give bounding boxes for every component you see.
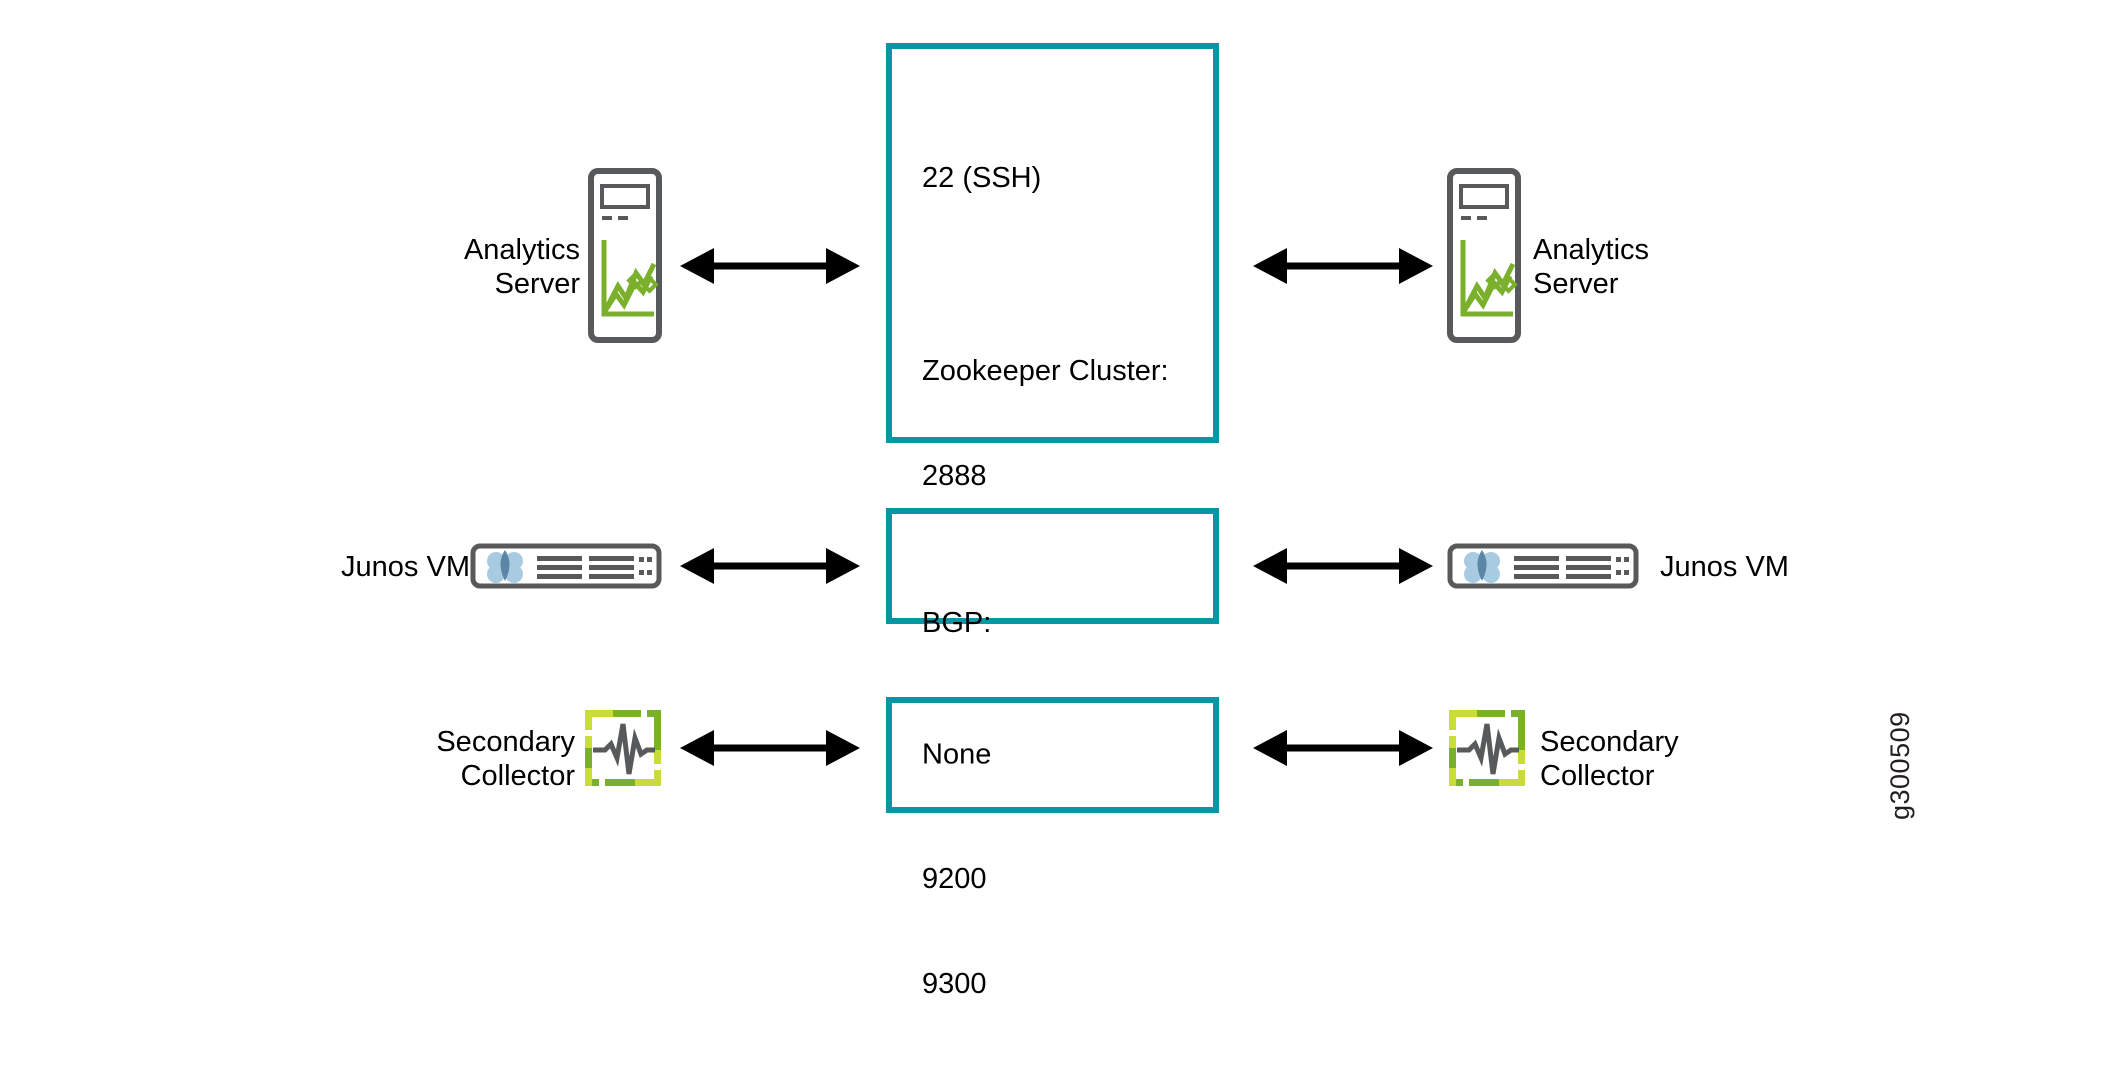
analytics-right-arrow <box>1253 244 1433 288</box>
ssh-port-line: 22 (SSH) <box>922 162 1042 194</box>
analytics-server-left-label: Analytics Server <box>463 234 580 300</box>
double-arrow-icon <box>1253 248 1433 284</box>
junos-vm-icon <box>470 543 662 589</box>
zookeeper-title-line: Zookeeper Cluster: <box>922 355 1169 387</box>
elasticsearch-port-9300: 9300 <box>922 968 987 1000</box>
double-arrow-icon <box>680 548 860 584</box>
figure-id-watermark: g300509 <box>1885 711 1915 820</box>
analytics-server-right-label: Analytics Server <box>1533 234 1650 300</box>
analytics-server-icon <box>588 168 662 343</box>
junos-vm-icon <box>1447 543 1639 589</box>
analytics-server-right-icon <box>1447 168 1521 343</box>
junos-vm-left-arrow <box>680 544 860 588</box>
analytics-ports-box: 22 (SSH) Zookeeper Cluster: 2888 3888 El… <box>886 43 1219 1000</box>
elasticsearch-port-9200: 9200 <box>922 863 987 895</box>
zookeeper-port-2888: 2888 <box>922 460 987 492</box>
junos-vm-left-icon <box>470 543 662 589</box>
double-arrow-icon <box>680 730 860 766</box>
secondary-collector-icon <box>585 710 661 786</box>
secondary-collector-left-icon <box>583 708 663 788</box>
secondary-collector-ports-text: None <box>922 668 991 843</box>
junos-vm-right-label: Junos VM <box>1660 551 1789 583</box>
spacer <box>922 266 1202 284</box>
analytics-server-left-icon <box>588 168 662 343</box>
secondary-collector-right-icon <box>1447 708 1527 788</box>
junos-vm-right-arrow <box>1253 544 1433 588</box>
secondary-collector-ports-box: None <box>886 697 1219 813</box>
junos-vm-left-label: Junos VM <box>341 551 470 583</box>
none-line: None <box>922 738 992 771</box>
analytics-left-arrow <box>680 244 860 288</box>
secondary-collector-left-label: Secondary Collector <box>436 726 575 792</box>
junos-vm-right-icon <box>1447 543 1639 589</box>
bgp-title-line: BGP: <box>922 607 992 639</box>
secondary-collector-right-arrow <box>1253 726 1433 770</box>
double-arrow-icon <box>1253 730 1433 766</box>
double-arrow-icon <box>1253 548 1433 584</box>
junos-vm-ports-box: BGP: 179 <box>886 508 1219 744</box>
double-arrow-icon <box>680 248 860 284</box>
analytics-server-icon <box>1447 168 1521 343</box>
secondary-collector-right-label: Secondary Collector <box>1540 726 1679 792</box>
secondary-collector-icon <box>1449 710 1525 786</box>
secondary-collector-left-arrow <box>680 726 860 770</box>
